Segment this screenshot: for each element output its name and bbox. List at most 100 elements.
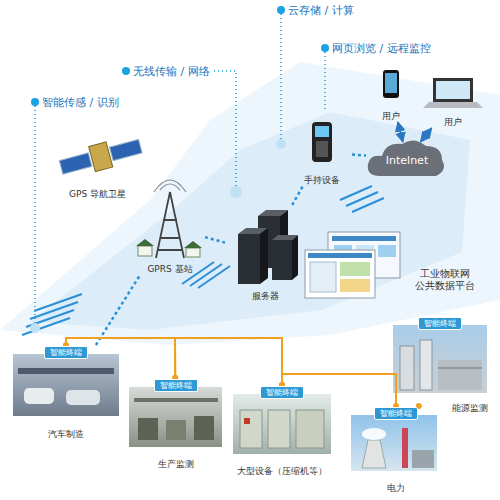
callout-dot: [321, 44, 329, 52]
screen: [305, 250, 375, 298]
server-side: [260, 228, 268, 284]
terminal-photo: 智能终端能源监测: [392, 316, 488, 414]
photo-detail: [66, 390, 100, 405]
photo-caption: 汽车制造: [12, 428, 120, 440]
photo-power: [350, 414, 438, 472]
laptop-base: [423, 102, 483, 108]
photo-frame: [392, 324, 488, 394]
wireless-link: [292, 186, 303, 205]
photo-frame: [232, 393, 332, 455]
stripe: [346, 192, 378, 206]
satellite-icon: [58, 134, 144, 180]
satellite-node: GPS 导航卫星: [50, 128, 145, 200]
device-label: 用户: [370, 111, 412, 122]
leader-end: [30, 323, 40, 333]
tower-frame: [156, 192, 184, 258]
device-label: 手持设备: [292, 175, 352, 186]
terminal-tag: 智能终端: [154, 379, 198, 392]
stripe: [34, 294, 82, 311]
tower-icon: [154, 180, 186, 258]
leader-end: [230, 186, 242, 198]
photo-equipment: [232, 393, 332, 455]
photo-detail: [296, 410, 324, 448]
photo-detail: [18, 368, 114, 374]
photo-detail: [24, 388, 54, 404]
terminal-tag: 智能终端: [418, 317, 462, 330]
device-label: GPS 导航卫星: [50, 189, 145, 200]
callout-dot: [122, 67, 130, 75]
terminal-tag: 智能终端: [260, 386, 304, 399]
photo-detail: [166, 420, 186, 440]
screen-bar: [332, 236, 396, 241]
village-roof: [184, 241, 202, 248]
screen-block: [378, 245, 396, 257]
access-arrow: [398, 122, 403, 142]
signal-wave: [154, 180, 186, 192]
screen-block: [310, 262, 336, 292]
photo-caption: 生产监测: [128, 458, 223, 470]
cooling-tower: [362, 440, 386, 468]
satellite-body: [89, 142, 113, 172]
callout-dot: [277, 6, 285, 14]
laptop-icon: [423, 78, 483, 108]
handheld-body: [312, 122, 332, 162]
callout-label: 智能传感 / 识别: [42, 95, 119, 110]
callout-label: 无线传输 / 网络: [133, 64, 210, 79]
leader-line: [280, 14, 282, 140]
cloud-label: Intelnet: [366, 142, 448, 176]
laptop-display: [436, 81, 470, 99]
handheld-keys: [316, 141, 328, 157]
stripe: [340, 186, 372, 200]
callout-dot: [31, 98, 39, 106]
server-side: [292, 235, 298, 280]
platform-node: 工业物联网 公共数据平台: [300, 228, 478, 300]
photo-production: [128, 386, 223, 448]
pipe: [438, 368, 482, 369]
photo-frame: [128, 386, 223, 448]
photo-energy: [392, 324, 488, 394]
user-node: 用户: [418, 74, 488, 128]
village-roof: [136, 239, 154, 246]
leader-line: [34, 106, 36, 325]
photo-car: [12, 353, 120, 417]
village-house: [138, 246, 152, 256]
access-arrow: [421, 128, 432, 142]
base-station-node: GPRS 基站: [135, 180, 205, 275]
photo-detail: [194, 416, 214, 440]
device-label: 用户: [418, 117, 488, 128]
wireless-link: [205, 237, 225, 243]
photo-detail: [134, 398, 218, 402]
terminal-photo: 智能终端电力: [350, 406, 442, 494]
solar-panel: [110, 139, 143, 160]
cloud-node: Intelnet: [366, 142, 448, 176]
screen-block: [340, 279, 370, 292]
photo-caption: 能源监测: [392, 402, 488, 414]
device-label: 服务器: [225, 291, 305, 302]
photo-detail: [240, 410, 262, 448]
handheld-node: 手持设备: [292, 118, 352, 186]
terminal-photo: 智能终端大型设备（压缩机等）: [232, 385, 332, 477]
screen-block: [340, 262, 370, 276]
tank: [400, 346, 414, 390]
phone-screen: [385, 73, 397, 93]
photo-detail: [138, 418, 158, 440]
photo-frame: [350, 414, 438, 472]
wireless-link: [352, 155, 366, 156]
terminal-link: [175, 338, 282, 385]
chimney: [402, 428, 408, 468]
platform-label: 工业物联网 公共数据平台: [412, 268, 478, 292]
village-house: [186, 248, 200, 257]
callout-leaders: [35, 14, 325, 325]
leader-end: [276, 139, 286, 149]
leader-line: [214, 71, 236, 188]
pipe-rack: [438, 360, 482, 390]
server-front: [272, 240, 292, 280]
phone-icon: [383, 70, 399, 98]
solar-panel: [59, 153, 92, 174]
leader-line: [324, 52, 326, 112]
laptop-screen: [433, 78, 473, 102]
terminal-photo: 智能终端生产监测: [128, 378, 223, 470]
stripe: [198, 266, 230, 288]
